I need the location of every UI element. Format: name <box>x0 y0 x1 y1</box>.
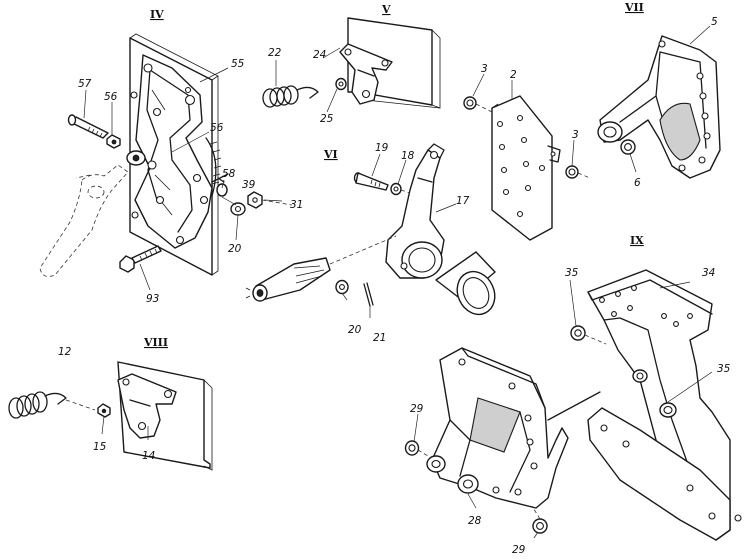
part-label-24: 24 <box>313 49 326 61</box>
part-label-55: 55 <box>231 58 245 70</box>
part-label-18: 18 <box>401 150 415 162</box>
part-label-34: 34 <box>702 267 715 279</box>
part-label-29-left: 29 <box>410 403 424 415</box>
part-label-12: 12 <box>58 346 72 358</box>
part-label-17: 17 <box>456 195 470 207</box>
part-label-58: 58 <box>222 168 236 180</box>
part-label-35-right: 35 <box>717 363 731 375</box>
part-label-6: 6 <box>634 177 641 189</box>
part-label-28: 28 <box>468 515 482 527</box>
part-label-39: 39 <box>242 179 256 191</box>
part-label-22: 22 <box>268 47 282 59</box>
part-label-2: 2 <box>510 69 517 81</box>
part-label-3-top: 3 <box>481 63 488 75</box>
part-label-19: 19 <box>375 142 389 154</box>
part-label-20-upper: 20 <box>228 243 242 255</box>
part-label-56: 56 <box>210 122 224 134</box>
group-vi-assembly <box>245 143 496 316</box>
part-label-25: 25 <box>320 113 334 125</box>
part-label-35-top: 35 <box>565 267 579 279</box>
part-label-57: 57 <box>78 78 92 90</box>
group-label-vii: VII <box>624 1 644 14</box>
part-label-14: 14 <box>142 450 155 462</box>
part-label-15: 15 <box>93 441 107 453</box>
group-label-ix: IX <box>630 234 644 247</box>
leader-lines <box>83 25 713 539</box>
part-label-5: 5 <box>711 16 718 28</box>
part-label-21: 21 <box>373 332 386 344</box>
group-iv-assembly <box>39 33 293 277</box>
group-label-v: V <box>381 3 391 16</box>
group-vii-assembly <box>463 35 721 241</box>
group-label-vi: VI <box>323 148 338 161</box>
part-label-3-lower: 3 <box>572 129 579 141</box>
part-label-29-bottom: 29 <box>512 544 526 556</box>
part-label-31: 31 <box>290 199 303 211</box>
group-label-viii: VIII <box>143 336 168 349</box>
part-label-56-top: 56 <box>104 91 118 103</box>
part-label-93: 93 <box>146 293 159 305</box>
group-viii-assembly <box>8 361 213 471</box>
group-ix-assembly <box>404 269 742 541</box>
group-v-assembly <box>262 17 441 109</box>
group-label-iv: IV <box>150 8 164 21</box>
part-label-20-lower: 20 <box>348 324 362 336</box>
